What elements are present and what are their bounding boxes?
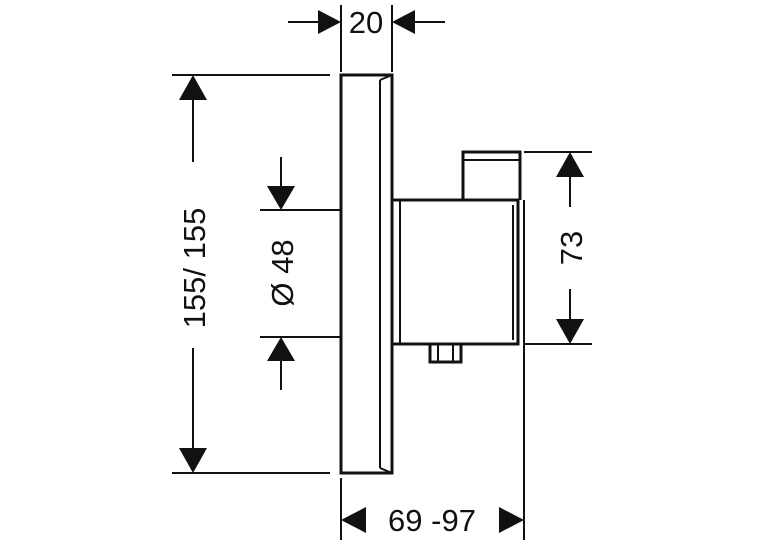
arrow-right-icon [499, 507, 524, 533]
arrow-down-icon [179, 448, 207, 473]
dimension-label-body-height: 73 [554, 231, 589, 265]
cover-plate [339, 73, 394, 475]
dimension-label-thickness: 20 [349, 5, 383, 40]
arrow-up-icon [556, 152, 584, 177]
dimension-label-plate-height: 155/ 155 [177, 208, 212, 329]
dimension-depth: 69 -97 [340, 200, 525, 540]
valve-body [392, 198, 520, 346]
arrow-down-icon [267, 186, 295, 210]
arrow-left-icon [392, 10, 415, 34]
arrow-right-icon [318, 10, 341, 34]
arrow-down-icon [556, 319, 584, 344]
top-connector [461, 150, 522, 200]
dimension-label-depth: 69 -97 [388, 503, 476, 538]
dimension-body-height: 73 [524, 151, 592, 345]
arrow-left-icon [341, 507, 366, 533]
dimension-diameter: Ø 48 [260, 157, 340, 390]
arrow-up-icon [267, 337, 295, 361]
dimension-plate-height: 155/ 155 [172, 74, 330, 474]
arrow-up-icon [179, 75, 207, 100]
dimension-thickness: 20 [288, 5, 445, 72]
dimension-label-diameter: Ø 48 [265, 239, 300, 306]
bottom-nut [428, 344, 463, 364]
